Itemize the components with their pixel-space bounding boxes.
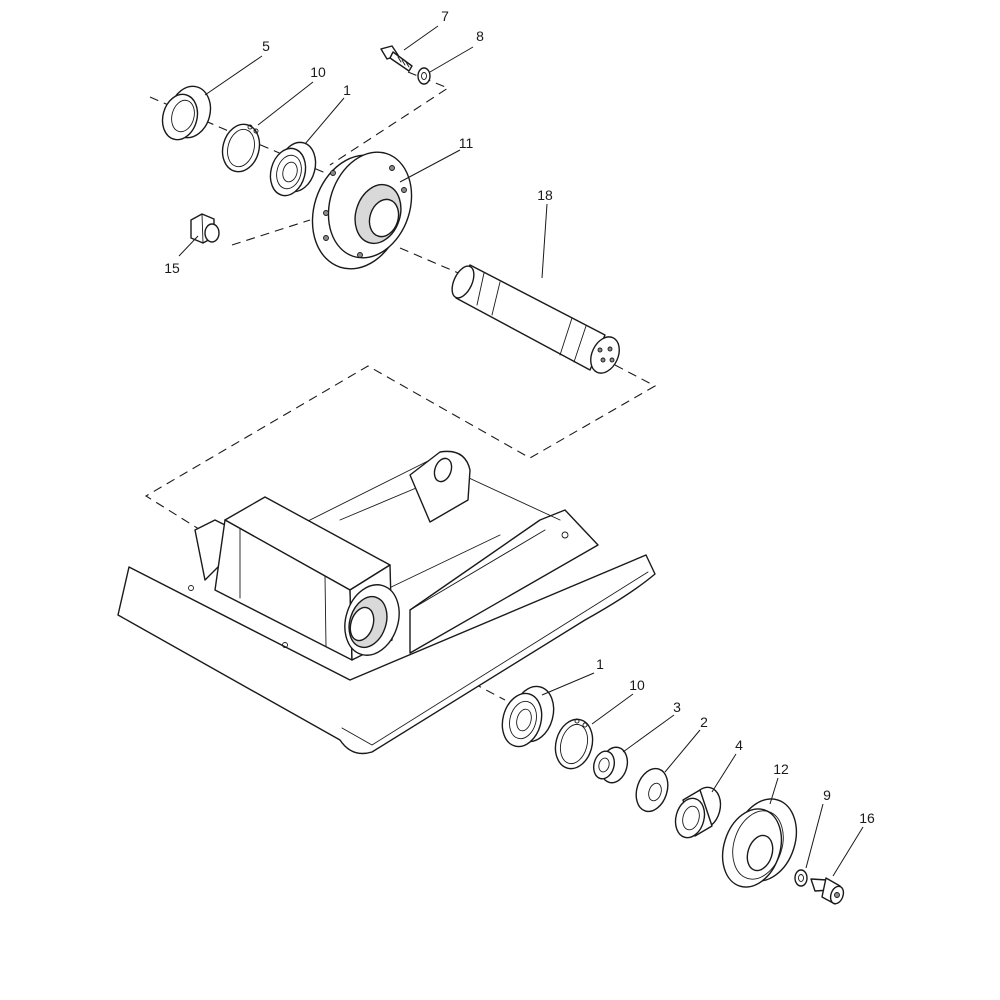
callout-7: 7 bbox=[441, 8, 449, 24]
callout-labels: 7 8 5 10 1 11 18 15 1 10 3 2 4 12 9 16 bbox=[164, 8, 875, 826]
bushing-icon bbox=[674, 786, 722, 839]
callout-10-top: 10 bbox=[310, 64, 326, 80]
callout-3: 3 bbox=[673, 699, 681, 715]
nut-icon bbox=[190, 213, 220, 244]
callout-5: 5 bbox=[262, 38, 270, 54]
callout-11: 11 bbox=[459, 135, 474, 151]
callout-8: 8 bbox=[476, 28, 484, 44]
callout-4: 4 bbox=[735, 737, 743, 753]
circlip-icon bbox=[554, 718, 594, 770]
washer-icon bbox=[635, 767, 669, 813]
bolt-icon bbox=[380, 45, 413, 72]
callout-1-bottom: 1 bbox=[596, 656, 604, 672]
callout-16: 16 bbox=[859, 810, 875, 826]
callout-10-bottom: 10 bbox=[629, 677, 645, 693]
circlip-icon bbox=[221, 123, 261, 173]
callout-12: 12 bbox=[773, 761, 789, 777]
leader-lines bbox=[178, 25, 864, 877]
bearing-icon bbox=[269, 141, 317, 197]
screw-icon bbox=[810, 877, 845, 905]
base-plate-icon bbox=[117, 450, 656, 755]
washer-icon bbox=[417, 67, 431, 85]
shaft-icon bbox=[451, 264, 620, 374]
callout-2: 2 bbox=[700, 714, 708, 730]
flange-icon bbox=[311, 151, 413, 270]
bearing-icon bbox=[501, 685, 555, 748]
callout-1-top: 1 bbox=[343, 82, 351, 98]
spacer-icon bbox=[592, 746, 629, 784]
washer-icon bbox=[794, 869, 808, 887]
pulley-icon bbox=[721, 798, 798, 888]
callout-9: 9 bbox=[823, 787, 831, 803]
callout-18: 18 bbox=[537, 187, 553, 203]
seal-ring-icon bbox=[161, 85, 212, 141]
callout-15: 15 bbox=[164, 260, 180, 276]
